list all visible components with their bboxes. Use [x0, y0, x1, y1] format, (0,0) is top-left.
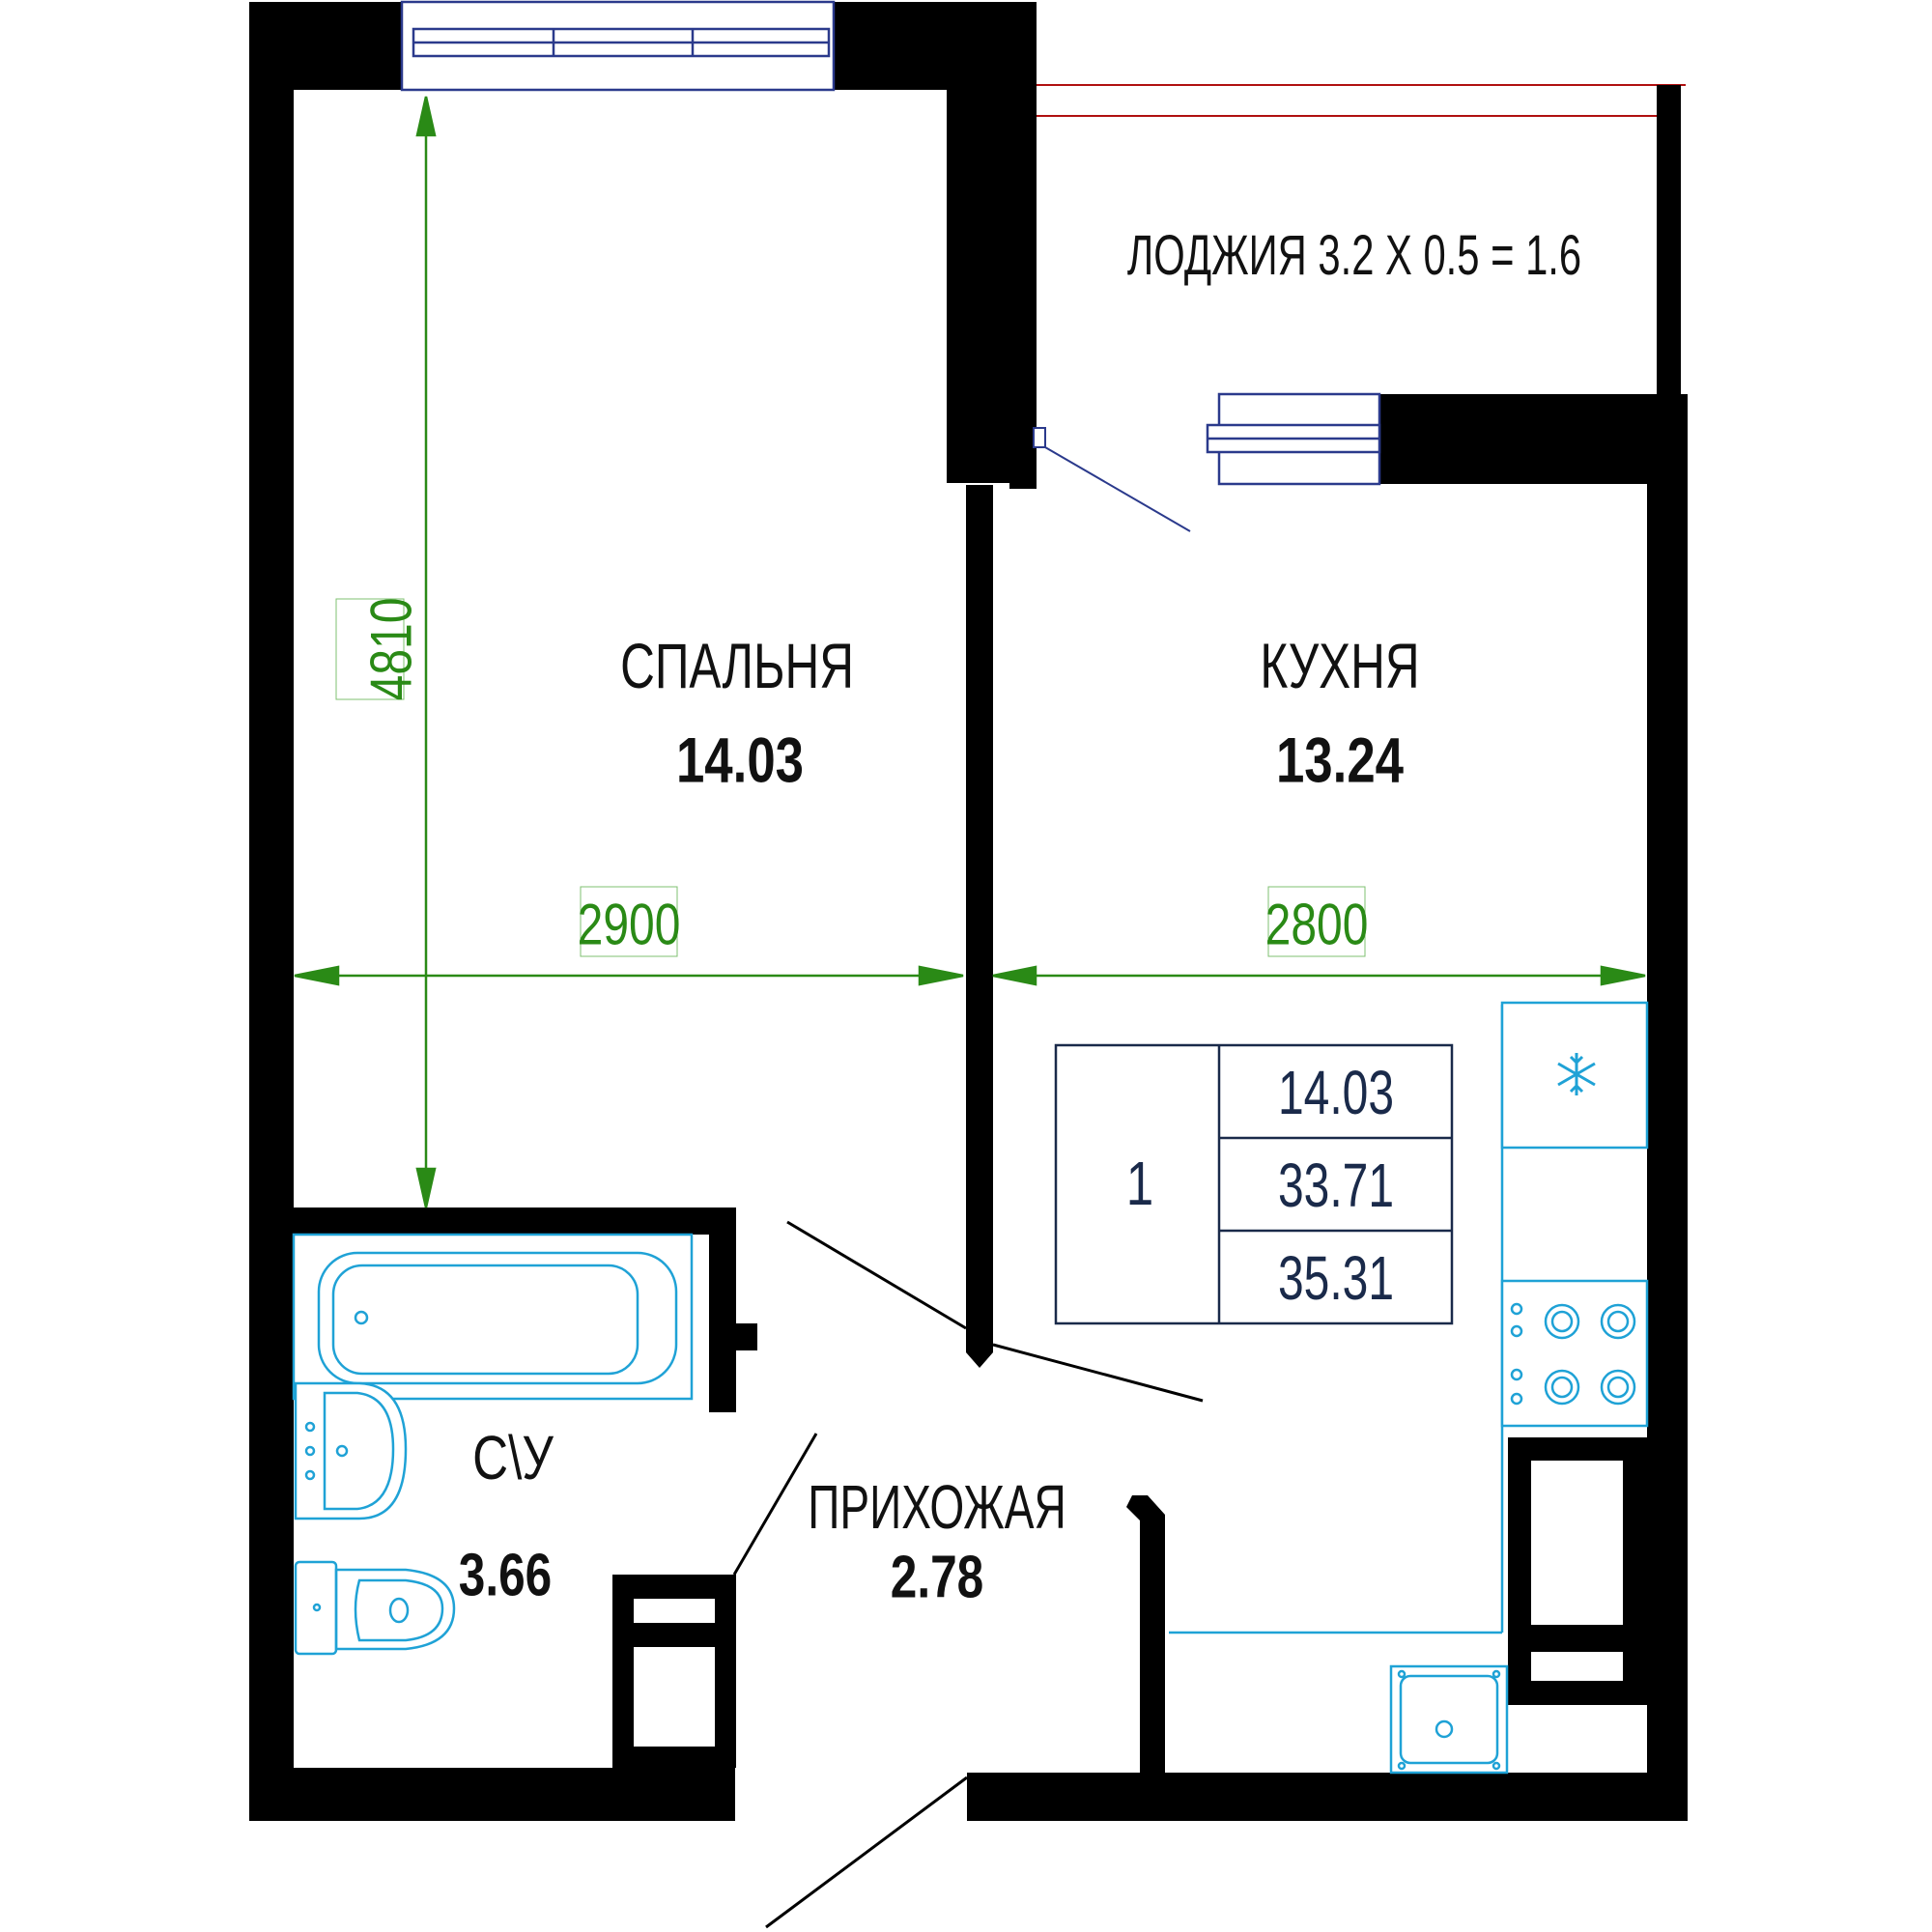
bedroom-door	[786, 1220, 967, 1330]
hallway-wardrobe	[612, 1575, 736, 1768]
bathroom-door	[732, 1433, 818, 1576]
wall-mid-vertical-top	[947, 2, 1037, 483]
washbasin	[294, 1381, 408, 1520]
kitchen-wardrobe-outline	[1508, 1437, 1647, 1705]
table-living-area: 14.03	[1278, 1058, 1394, 1126]
dim-bedroom-width: 2900	[578, 892, 681, 956]
hallway-area: 2.78	[891, 1543, 984, 1610]
doors	[732, 1220, 1204, 1929]
wall-bottom-left	[249, 1768, 735, 1821]
bathroom-area: 3.66	[459, 1541, 553, 1608]
wall-top-left	[249, 2, 402, 90]
wall-bath-right	[709, 1208, 736, 1412]
wall-mid-vertical	[966, 485, 993, 1335]
kitchen-sink	[1389, 1664, 1509, 1775]
loggia-railing	[1037, 84, 1686, 117]
balcony-door	[1033, 427, 1191, 532]
dimension-label-boxes	[335, 598, 1366, 957]
wall-bath-top	[294, 1208, 734, 1235]
wall-kitchen-stub	[1126, 1495, 1165, 1773]
bedroom-window	[400, 0, 836, 92]
loggia-label: ЛОДЖИЯ 3.2 Х 0.5 = 1.6	[1127, 223, 1581, 286]
entrance-door	[765, 1776, 968, 1929]
wall-left	[249, 2, 294, 1821]
kitchen-area: 13.24	[1276, 724, 1404, 796]
table-rooms-count: 1	[1126, 1151, 1153, 1219]
loggia-top-wall	[1657, 85, 1681, 91]
table-total-with-loggia: 35.31	[1278, 1243, 1394, 1312]
walls	[249, 2, 1688, 1821]
summary-table	[1054, 1043, 1454, 1325]
bedroom-name: СПАЛЬНЯ	[620, 631, 854, 702]
door-jamb-mid	[966, 1335, 993, 1368]
toilet	[294, 1560, 456, 1656]
kitchen-name: КУХНЯ	[1260, 631, 1419, 702]
kitchen-wardrobe	[1508, 1437, 1647, 1705]
bathroom-name: С\У	[472, 1425, 554, 1493]
wall-bottom-right	[967, 1773, 1688, 1821]
wall-right-top	[1657, 85, 1681, 404]
table-total-area: 33.71	[1278, 1151, 1394, 1219]
kitchen-window	[1206, 392, 1381, 486]
kitchen-door	[992, 1343, 1204, 1403]
stove	[1500, 1279, 1649, 1428]
dim-bedroom-height: 4810	[358, 598, 423, 701]
dim-kitchen-width: 2800	[1265, 892, 1369, 956]
wall-bath-stub	[736, 1323, 757, 1350]
wall-mid-vertical-stub	[1009, 483, 1037, 489]
bathtub	[292, 1233, 694, 1401]
wall-right	[1647, 394, 1688, 1821]
dimension-lines	[294, 96, 1646, 1208]
wardrobe-outline	[612, 1575, 736, 1768]
wall-kitchen-window-right	[1379, 394, 1688, 484]
hallway-name: ПРИХОЖАЯ	[808, 1472, 1066, 1541]
fridge	[1500, 1001, 1649, 1150]
snowflake-icon	[1557, 1053, 1596, 1095]
bedroom-area: 14.03	[676, 724, 804, 796]
